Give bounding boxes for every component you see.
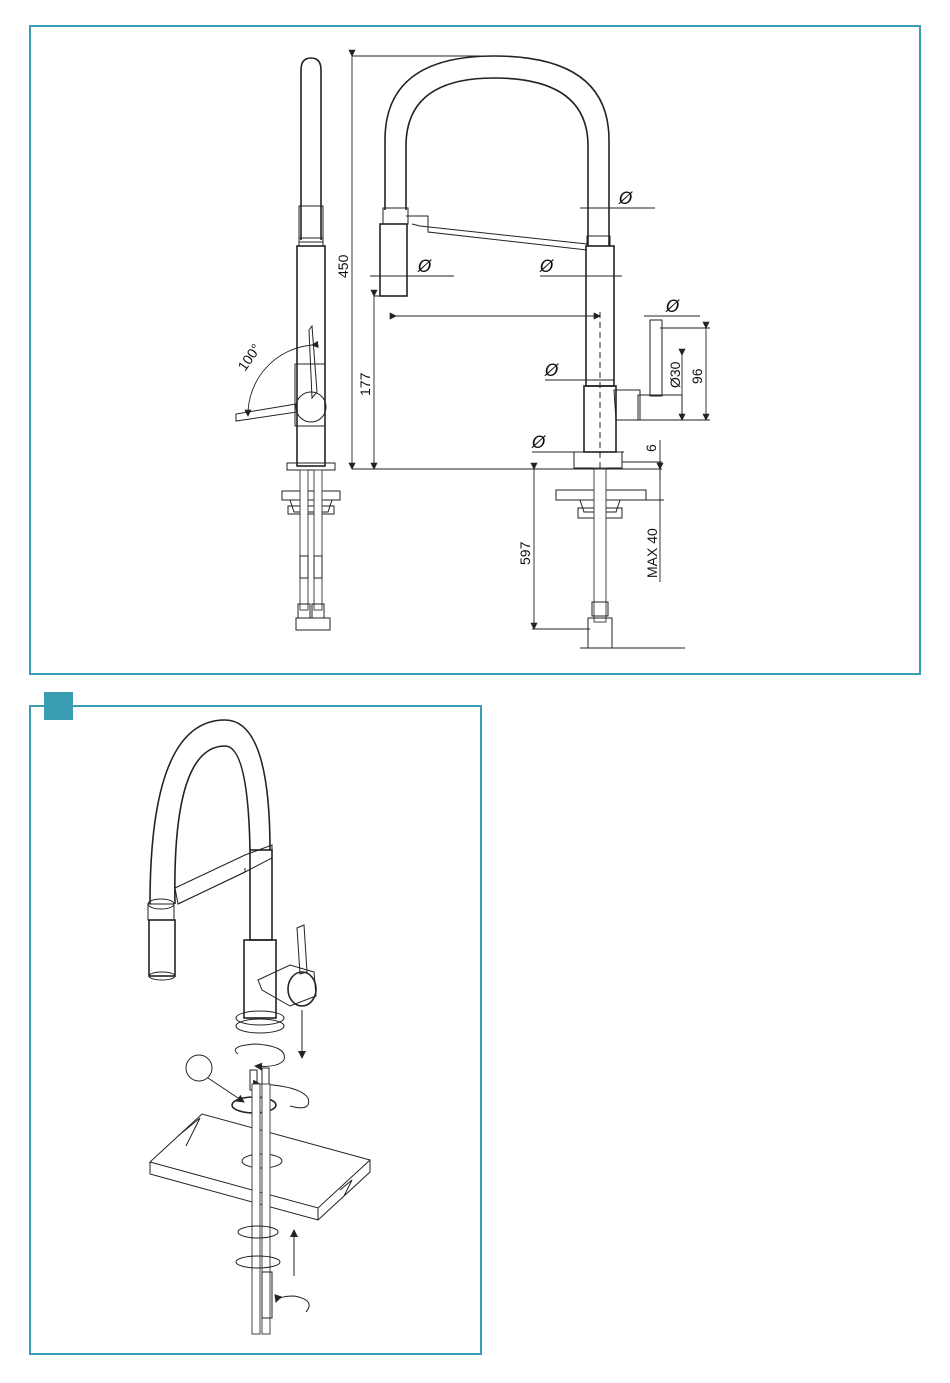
dia-arch: Ø [618,189,633,209]
dia-column: Ø [539,257,554,277]
angle-label: 100° [234,341,264,374]
dim-6: 6 [643,444,659,452]
dia-body: Ø [544,361,559,381]
dim-597: 597 [517,541,533,565]
dim-177: 177 [357,372,373,396]
side-view: 100° [234,58,340,630]
dim-max40: MAX 40 [644,528,660,578]
dia-handle: Ø [665,297,680,317]
dia-spray: Ø [417,257,432,277]
installation-view [148,720,370,1334]
dim-96: 96 [689,368,705,384]
dimension-lines: 450 177 Ø Ø Ø Ø Ø Ø Ø30 96 [335,56,710,648]
dim-d30: Ø30 [667,361,683,388]
dia-base: Ø [531,433,546,453]
dim-450: 450 [335,254,351,278]
